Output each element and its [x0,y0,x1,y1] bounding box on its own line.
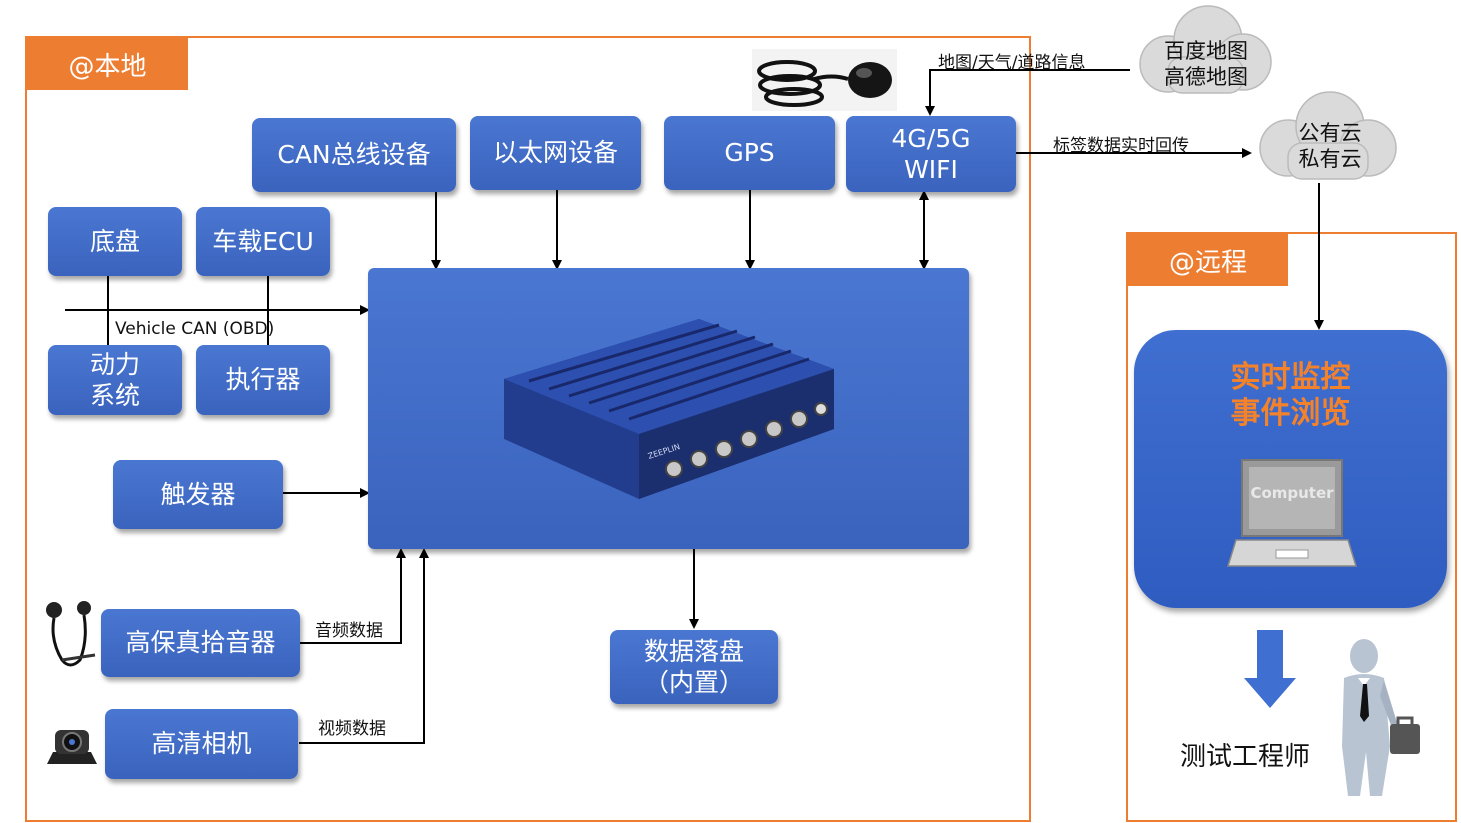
gps-box: GPS [664,116,835,190]
hd-camera-box: 高清相机 [105,709,298,779]
power-line2: 系统 [89,381,140,410]
network-box: 4G/5G WIFI [846,116,1016,192]
arrow-video [299,548,429,744]
upload-label: 标签数据实时回传 [1053,136,1189,156]
maps-cloud-icon [1139,5,1272,94]
down-arrow-icon [1244,630,1296,708]
can-device-box: CAN总线设备 [252,118,456,192]
public-cloud-icon [1259,91,1397,180]
audio-data-label: 音频数据 [315,621,383,641]
local-frame [25,36,1031,822]
arrow-audio [300,548,406,644]
network-line2: WIFI [904,155,958,184]
camera-image [47,730,97,764]
monitor-title: 实时监控 事件浏览 [1134,360,1447,432]
remote-tag: @远程 [1128,234,1288,286]
maps-cloud-text: 百度地图 高德地图 [1150,38,1262,91]
actuator-box: 执行器 [196,345,330,415]
ethernet-device-box: 以太网设备 [470,116,641,190]
engineer-label: 测试工程师 [1180,742,1311,772]
microphone-box: 高保真拾音器 [101,609,300,677]
main-device-panel: ZEEPLIN [368,268,969,549]
chassis-box: 底盘 [48,207,182,276]
storage-line2: （内置） [643,668,744,697]
monitor-title-line1: 实时监控 [1230,360,1351,395]
computer-label: Computer [1250,484,1334,502]
arrow-map-info [925,69,1130,116]
engineer-figure-icon [1342,639,1420,796]
data-logger-device-image: ZEEPLIN [503,318,834,499]
storage-box: 数据落盘 （内置） [610,630,778,704]
monitor-panel: 实时监控 事件浏览 Computer [1134,330,1447,608]
gps-antenna-image [752,49,897,111]
cloud-line1: 公有云 [1298,121,1362,145]
local-tag: @本地 [27,38,188,90]
map-info-label: 地图/天气/道路信息 [938,53,1086,73]
monitor-title-line2: 事件浏览 [1230,396,1351,431]
trigger-box: 触发器 [113,460,283,529]
computer-icon: Computer [1226,459,1358,567]
vehicle-ecu-box: 车载ECU [196,207,330,276]
microphone-image [46,601,96,667]
remote-frame [1126,232,1457,822]
power-system-box: 动力 系统 [48,345,182,415]
public-cloud-text: 公有云 私有云 [1274,120,1386,173]
vehicle-can-label: Vehicle CAN (OBD) [115,319,275,339]
maps-line2: 高德地图 [1164,65,1248,90]
power-line1: 动力 [89,349,140,379]
cloud-line2: 私有云 [1298,147,1362,172]
maps-line1: 百度地图 [1164,39,1248,63]
storage-line1: 数据落盘 [643,636,744,666]
network-line1: 4G/5G [891,123,971,153]
video-data-label: 视频数据 [318,719,386,739]
